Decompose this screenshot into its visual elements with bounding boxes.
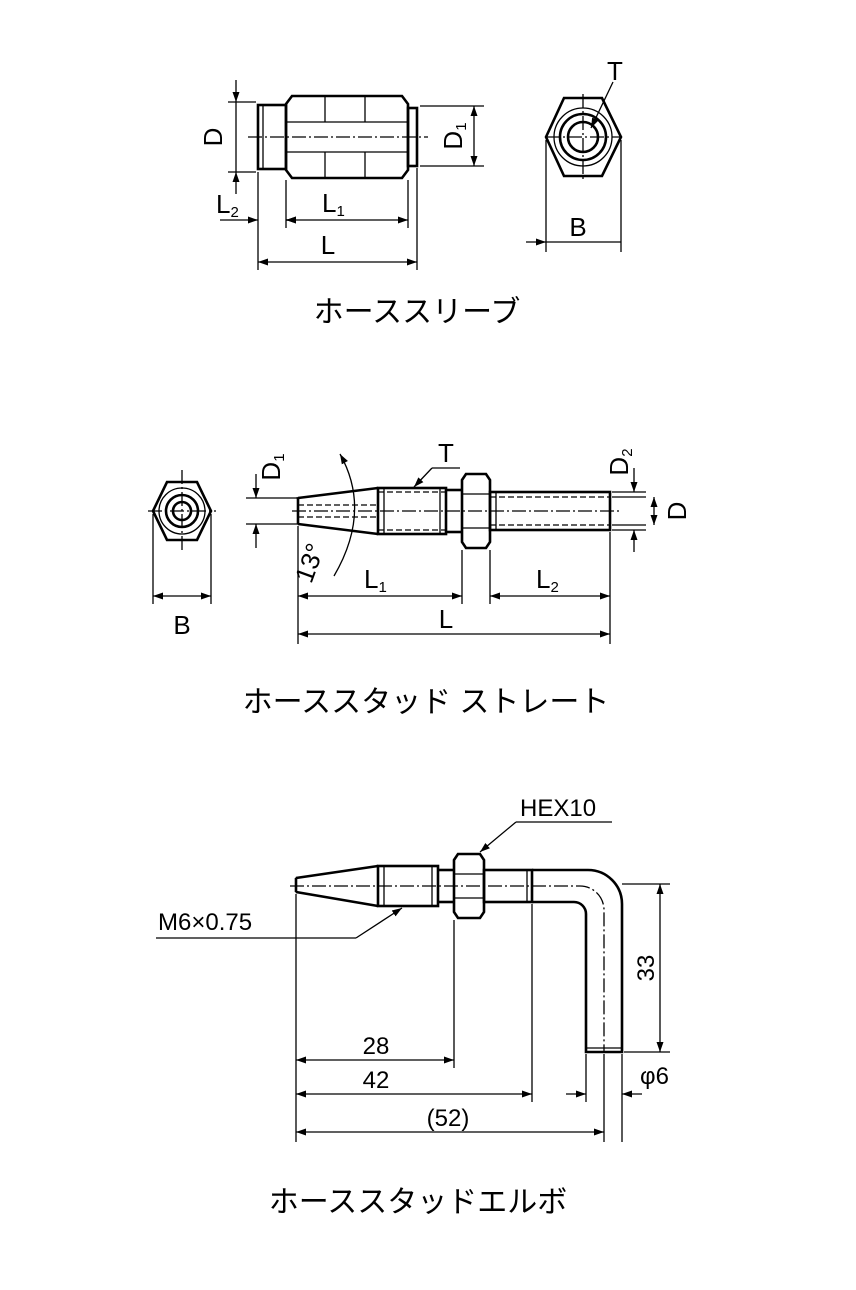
hose-stud-dim-t: T	[413, 438, 460, 488]
hose-stud-elbow-thread: M6×0.75	[156, 907, 403, 939]
label-l: L	[321, 230, 335, 260]
hose-stud-end-view: B	[148, 470, 216, 640]
hose-stud-elbow-body	[290, 852, 624, 1054]
hose-sleeve-dim-d: D	[198, 80, 256, 194]
label-52: (52)	[427, 1105, 470, 1132]
hose-stud-elbow-dim-33: 33	[622, 883, 670, 1053]
label-28: 28	[363, 1033, 390, 1060]
label-d: D	[662, 502, 692, 521]
label-t: T	[438, 438, 454, 468]
hose-stud-straight-drawing: B	[148, 438, 692, 719]
label-l1: L1	[364, 564, 387, 596]
label-l2: L2	[216, 189, 239, 221]
label-d: D	[198, 128, 228, 147]
label-t: T	[607, 56, 623, 86]
hose-sleeve-dim-d1: D1	[420, 105, 484, 167]
label-dia: φ6	[640, 1063, 669, 1090]
hose-stud-dim-angle: 13°	[289, 453, 361, 587]
hose-stud-dim-d1: D1	[246, 453, 298, 548]
label-hex: HEX10	[520, 795, 596, 822]
label-l1: L1	[322, 188, 345, 220]
hose-sleeve-end-view: B T	[526, 56, 623, 252]
hose-stud-elbow-dim-diameter: φ6	[566, 1063, 669, 1098]
label-angle: 13°	[289, 539, 331, 586]
hose-stud-elbow-hex: HEX10	[479, 795, 612, 853]
label-b: B	[569, 212, 586, 242]
label-33: 33	[633, 955, 660, 982]
hose-sleeve-side-view	[248, 94, 428, 180]
label-42: 42	[363, 1067, 390, 1094]
label-b: B	[173, 610, 190, 640]
caption-hose-stud-elbow: ホーススタッドエルボ	[269, 1186, 568, 1219]
caption-hose-sleeve: ホーススリーブ	[314, 296, 521, 329]
hose-sleeve-drawing: D D1 L2 L1 L	[198, 56, 623, 329]
hose-stud-elbow-drawing: HEX10 M6×0.75 33 28 42 (52)	[156, 795, 670, 1219]
hose-sleeve-dim-lengths: L2 L1 L	[216, 168, 418, 270]
label-l2: L2	[536, 564, 559, 596]
label-d1: D1	[256, 453, 288, 480]
hose-stud-dim-d2-d: D2 D	[604, 448, 692, 552]
label-d2: D2	[604, 448, 636, 475]
caption-hose-stud-straight: ホーススタッド ストレート	[243, 686, 610, 719]
hose-stud-side-view	[292, 472, 620, 550]
label-thread: M6×0.75	[158, 909, 252, 936]
label-l: L	[439, 604, 453, 634]
label-d1: D1	[438, 122, 470, 149]
hose-stud-elbow-dim-lengths: 28 42 (52)	[295, 894, 623, 1142]
hose-stud-dim-lengths: L1 L2 L	[297, 526, 611, 644]
